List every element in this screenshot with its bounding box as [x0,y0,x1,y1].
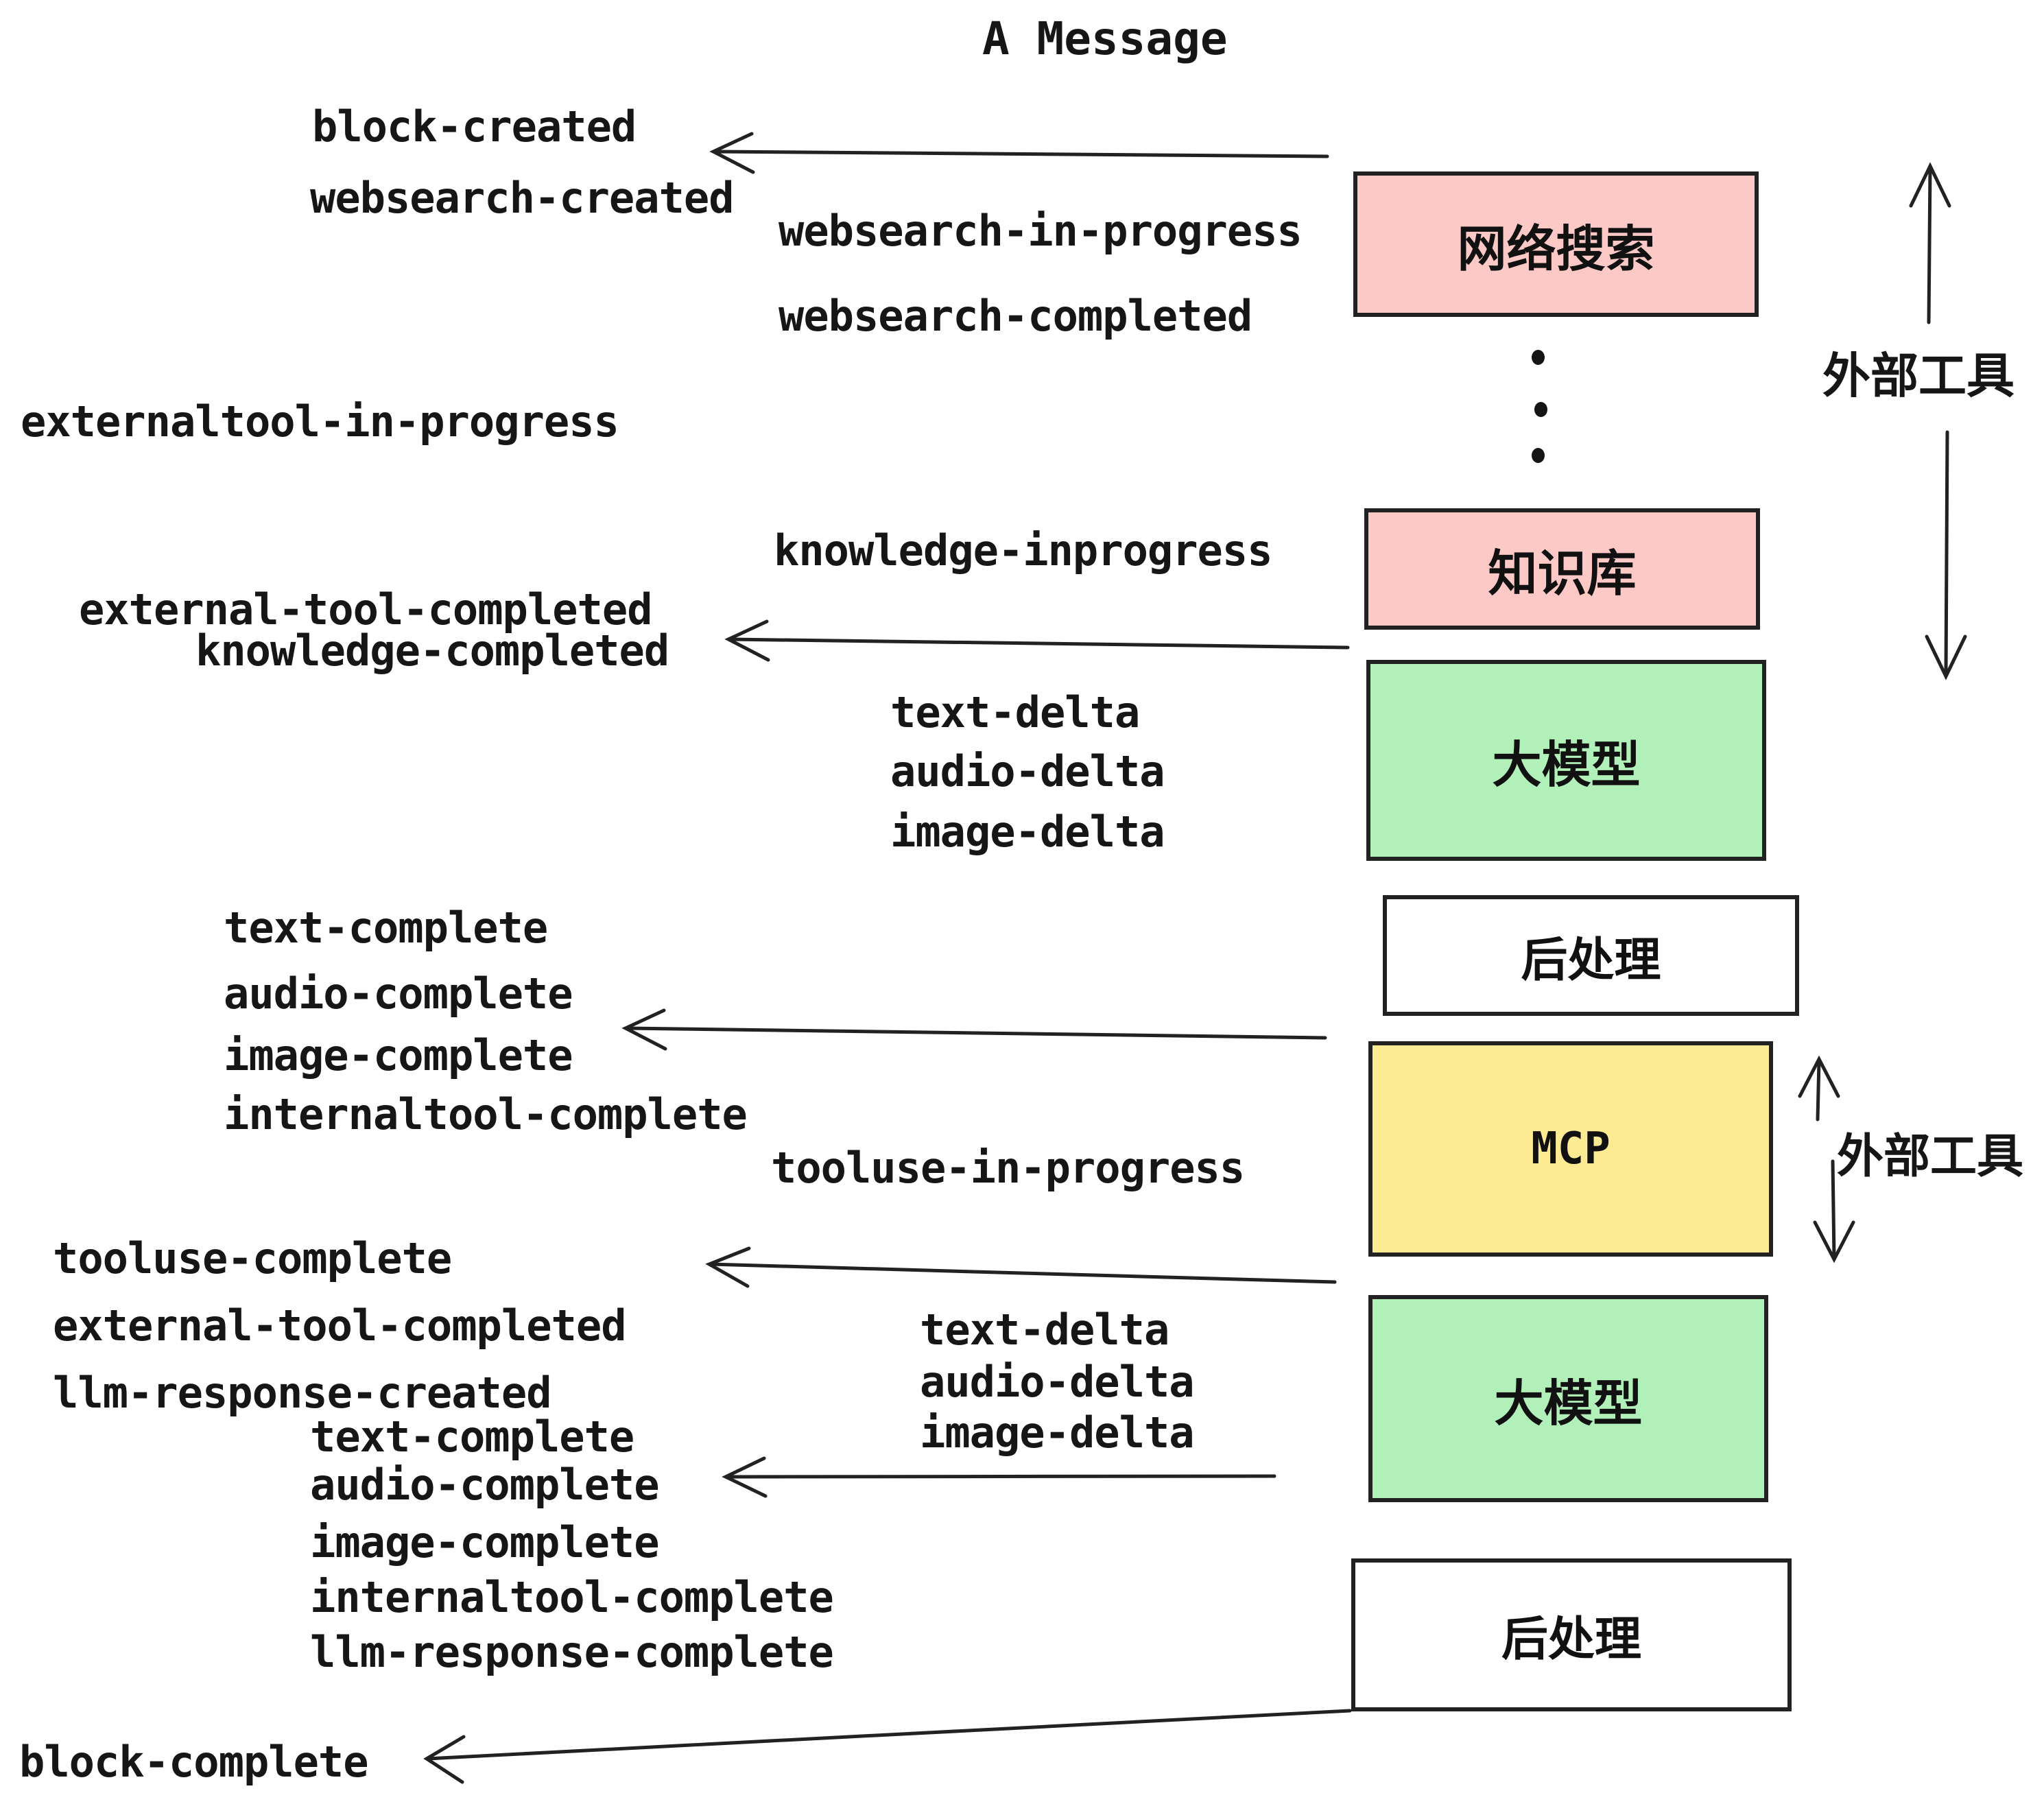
event-websearch-completed: websearch-completed [779,291,1252,341]
external-tools-arrow-1-up [1909,162,1951,324]
external-tools-arrow-2-up [1798,1055,1840,1121]
box-mcp-label: MCP [1531,1124,1611,1174]
ellipsis-dot [1532,448,1545,463]
box-postprocess-2: 后处理 [1351,1558,1792,1711]
box-postprocess-2-label: 后处理 [1501,1613,1641,1667]
event-knowledge-inprogress: knowledge-inprogress [774,525,1273,575]
event-tooluse-complete: tooluse-complete [53,1233,452,1283]
event-external-tool-completed-1: external-tool-completed [79,584,653,634]
arrow-to-tooluse-complete [705,1246,1337,1288]
event-block-created: block-created [312,102,637,152]
event-text-complete-1: text-complete [224,903,548,953]
event-llm-response-created: llm-response-created [53,1368,552,1418]
event-websearch-in-progress: websearch-in-progress [779,206,1303,256]
box-llm-2-label: 大模型 [1494,1374,1643,1432]
box-mcp: MCP [1368,1041,1773,1257]
event-block-complete: block-complete [19,1737,369,1787]
external-tools-label-2: 外部工具 [1837,1130,2024,1184]
event-audio-delta-1: audio-delta [890,746,1165,796]
event-text-delta-1: text-delta [890,687,1140,737]
box-knowledge-label: 知识库 [1488,545,1637,602]
box-postprocess-1: 后处理 [1383,895,1799,1016]
event-llm-response-complete: llm-response-complete [310,1627,834,1677]
arrow-to-websearch-created [709,132,1329,174]
external-tools-arrow-2-down [1813,1159,1855,1263]
arrow-to-knowledge-completed [724,619,1350,662]
box-websearch: 网络搜索 [1353,171,1759,317]
box-llm-2: 大模型 [1368,1295,1768,1502]
event-audio-complete-1: audio-complete [224,969,573,1019]
event-audio-complete-2: audio-complete [310,1460,660,1510]
box-llm-1-label: 大模型 [1492,736,1641,794]
arrow-to-audio-complete [722,1456,1276,1498]
external-tools-label-1: 外部工具 [1822,348,2015,404]
arrow-to-image-complete [621,1008,1327,1051]
event-image-complete-2: image-complete [310,1517,660,1567]
event-tooluse-in-progress: tooluse-in-progress [771,1143,1245,1193]
event-image-delta-2: image-delta [920,1408,1195,1458]
event-knowledge-completed: knowledge-completed [195,626,669,676]
event-image-complete-1: image-complete [224,1030,573,1080]
event-external-tool-completed-2: external-tool-completed [53,1301,627,1351]
arrow-to-block-complete [423,1709,1352,1784]
box-postprocess-1-label: 后处理 [1521,933,1661,988]
event-websearch-created: websearch-created [310,173,735,223]
event-text-complete-2: text-complete [310,1412,634,1462]
event-internaltool-complete-2: internaltool-complete [310,1572,834,1622]
event-internaltool-complete-1: internaltool-complete [224,1089,748,1139]
event-externaltool-in-progress: externaltool-in-progress [21,396,619,447]
event-image-delta-1: image-delta [890,807,1165,857]
external-tools-arrow-1-down [1925,430,1967,680]
diagram-title: A Message [982,12,1228,65]
box-knowledge: 知识库 [1364,508,1760,630]
box-llm-1: 大模型 [1366,660,1766,861]
ellipsis-dot [1532,350,1545,365]
event-text-delta-2: text-delta [920,1305,1169,1355]
event-audio-delta-2: audio-delta [920,1357,1195,1407]
box-websearch-label: 网络搜索 [1457,219,1655,278]
ellipsis-dot [1534,402,1547,417]
